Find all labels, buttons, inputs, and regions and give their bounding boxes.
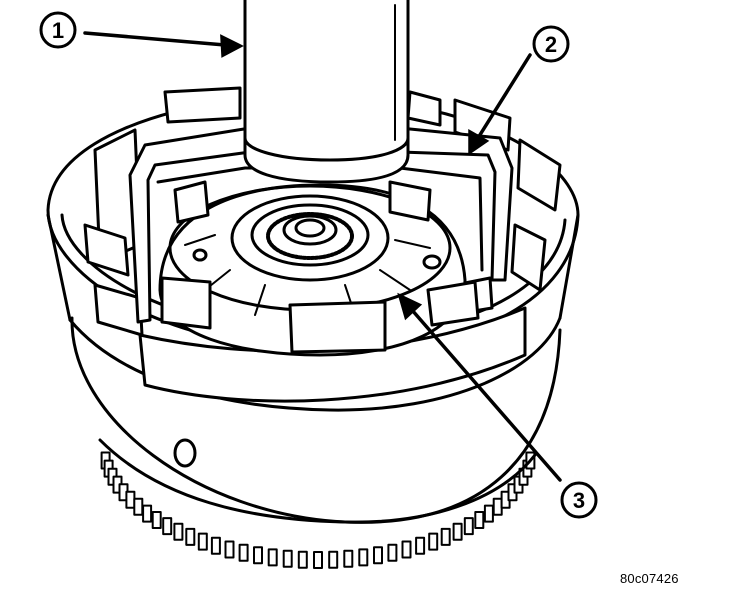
gear-tooth: [125, 490, 136, 509]
gear-tooth: [474, 511, 485, 529]
gear-tooth: [492, 497, 503, 516]
gear-tooth: [162, 517, 173, 536]
gear-tooth: [313, 551, 323, 569]
drum-finger-right-2: [516, 138, 562, 212]
hub-hole-2: [192, 248, 208, 262]
leader-arrow-1: [83, 31, 227, 47]
hub-spokes: [184, 234, 431, 316]
bearing-core: [294, 218, 326, 238]
drum-rim-band-2: [46, 213, 580, 322]
gear-tooth: [328, 550, 339, 569]
gear-tooth: [358, 548, 369, 567]
gear-tooth: [463, 517, 474, 536]
drum-side-hole: [173, 438, 197, 468]
gear-tooth: [210, 536, 221, 555]
gear-tooth: [415, 536, 426, 555]
spline-ring: [266, 212, 354, 260]
gear-tooth: [151, 511, 162, 529]
callout-3: 3: [560, 481, 598, 519]
gear-tooth: [267, 548, 278, 567]
hub-block-front-left: [160, 276, 212, 330]
hub-block-front-center: [288, 300, 387, 354]
hub-block-front-right: [426, 280, 480, 327]
drum-rim-band: [68, 316, 562, 412]
leader-arrow-3: [410, 308, 562, 482]
gear-tooth: [343, 549, 354, 568]
gear-tooth: [173, 522, 184, 541]
gear-tooth: [197, 532, 208, 551]
gear-tooth: [253, 546, 263, 565]
callout-1: 1: [39, 11, 77, 49]
hub-block-back-1: [173, 180, 210, 224]
press-ram: [243, 0, 410, 184]
callout-3-label: 3: [573, 488, 585, 513]
drum-lower-edge: [98, 438, 537, 524]
arrowhead-1: [220, 34, 244, 58]
gear-tooth: [238, 543, 249, 562]
gear-tooth: [401, 540, 412, 559]
gear-tooth: [440, 527, 451, 546]
gear-tooth: [483, 504, 494, 523]
leader-arrow-2: [476, 53, 532, 140]
gear-tooth: [428, 532, 439, 551]
hub-block-back-2: [388, 180, 432, 222]
gear-tooth: [387, 543, 398, 562]
callout-2: 2: [532, 25, 570, 63]
gear-teeth: [100, 451, 536, 569]
gear-tooth: [282, 549, 293, 568]
drum-finger-right-3: [510, 223, 547, 292]
drum-finger-back-2: [406, 90, 442, 127]
gear-tooth: [142, 504, 153, 523]
arrowhead-2: [468, 129, 490, 156]
callout-2-label: 2: [545, 32, 557, 57]
callout-1-label: 1: [52, 18, 64, 43]
gear-tooth: [133, 497, 144, 516]
gear-tooth: [297, 550, 308, 569]
drum-finger-back-1: [163, 86, 242, 124]
drum-finger-left-2: [83, 223, 130, 277]
gear-tooth: [452, 522, 463, 541]
press-ram-band: [243, 136, 410, 162]
bearing-mid: [250, 203, 370, 267]
hub-hole: [422, 254, 442, 270]
arrowhead-3: [397, 292, 423, 321]
gear-tooth: [224, 540, 235, 559]
gear-tooth: [373, 546, 383, 565]
figure-id: 80c07426: [620, 571, 679, 586]
gear-tooth: [185, 527, 196, 546]
